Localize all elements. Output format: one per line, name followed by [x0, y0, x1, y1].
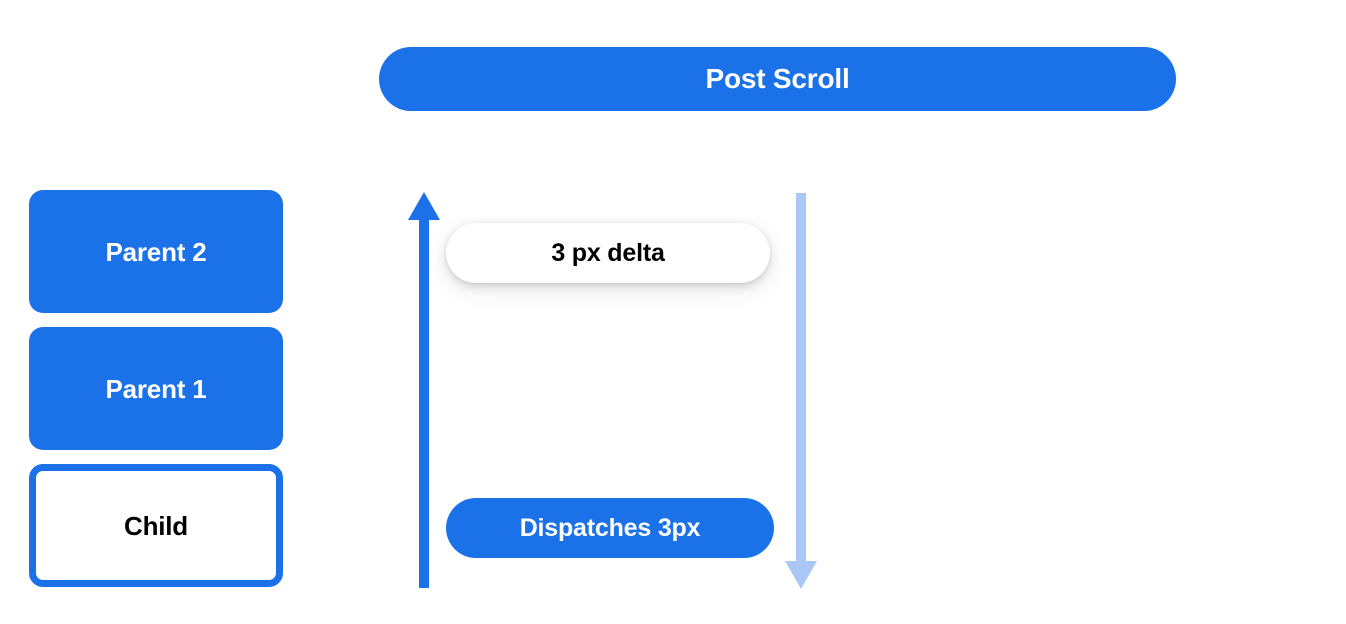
post-scroll-title-bar: Post Scroll [379, 47, 1176, 111]
arrow-up-icon [408, 192, 440, 588]
node-parent-2-label: Parent 2 [105, 236, 207, 267]
node-child[interactable]: Child [29, 464, 283, 587]
node-parent-2[interactable]: Parent 2 [29, 190, 283, 313]
arrow-down-icon [785, 193, 817, 589]
node-parent-1-label: Parent 1 [105, 373, 207, 404]
delta-pill-label: 3 px delta [551, 238, 665, 267]
node-child-label: Child [124, 510, 188, 541]
node-stack: Parent 2 Parent 1 Child [29, 190, 283, 587]
dispatch-pill: Dispatches 3px [446, 498, 774, 558]
dispatch-pill-label: Dispatches 3px [519, 513, 701, 542]
delta-pill: 3 px delta [446, 223, 770, 283]
post-scroll-title-label: Post Scroll [705, 63, 850, 94]
node-parent-1[interactable]: Parent 1 [29, 327, 283, 450]
